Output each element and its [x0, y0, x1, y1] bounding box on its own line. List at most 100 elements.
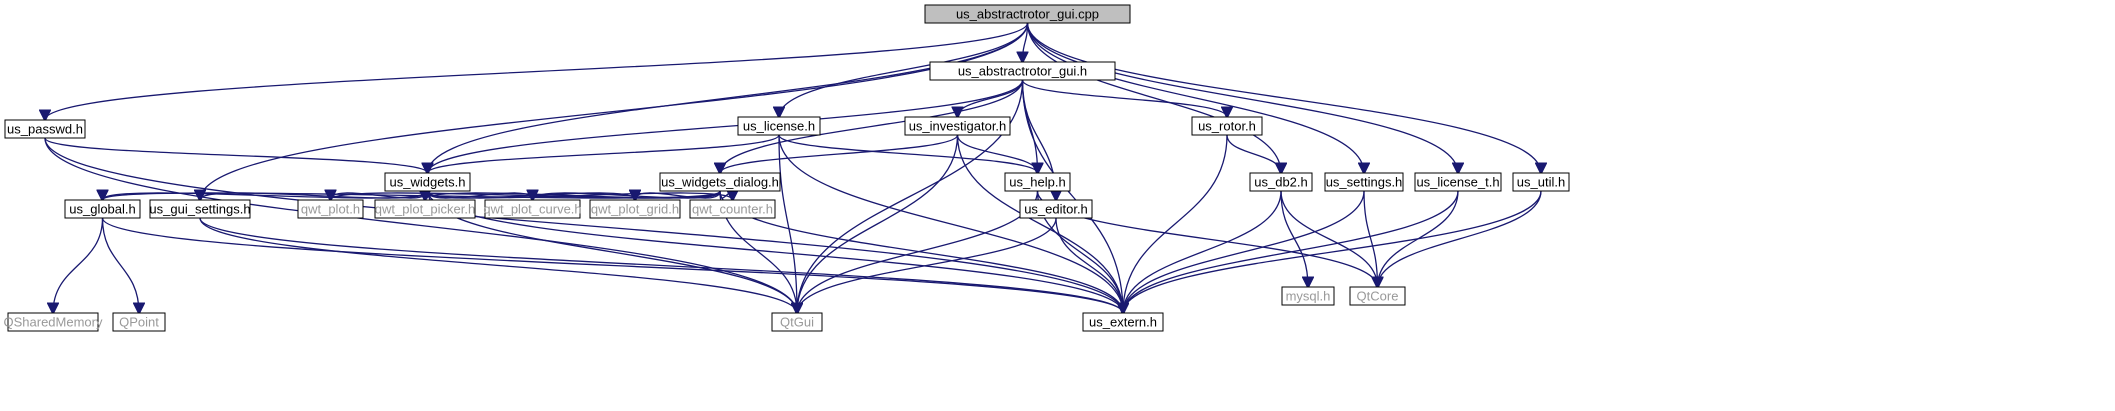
- node-extern[interactable]: us_extern.h: [1082, 312, 1164, 332]
- node-box: [737, 116, 821, 136]
- node-qshared: QSharedMemory: [4, 312, 103, 332]
- node-investigator[interactable]: us_investigator.h: [904, 116, 1011, 136]
- node-global[interactable]: us_global.h: [64, 199, 141, 219]
- edge-n_settings-to-n_qtcore: [1363, 190, 1378, 287]
- node-qtgui: QtGui: [771, 312, 823, 332]
- node-box: [1004, 172, 1071, 192]
- edge-n_rotor-to-n_extern: [1123, 134, 1228, 313]
- node-label: us_editor.h: [1024, 201, 1088, 216]
- node-box: [64, 199, 141, 219]
- edge-n_abs_h-to-n_help: [1021, 79, 1038, 173]
- node-editor[interactable]: us_editor.h: [1019, 199, 1093, 219]
- edge-n_abs_h-to-n_widgets: [428, 79, 1024, 173]
- node-box: [924, 4, 1131, 24]
- node-box: [589, 199, 681, 219]
- node-label: us_license.h: [743, 118, 815, 133]
- node-box: [149, 199, 251, 219]
- edge-n_cpp-to-n_license_t: [1026, 22, 1459, 173]
- node-label: us_rotor.h: [1198, 118, 1256, 133]
- node-box: [384, 172, 471, 192]
- node-box: [1349, 286, 1406, 306]
- edge-n_passwd-to-n_extern: [44, 137, 1123, 313]
- node-label: us_help.h: [1009, 174, 1065, 189]
- edge-n_abs_h-to-n_qtgui: [797, 79, 1024, 313]
- edge-n_rotor-to-n_db2: [1226, 134, 1281, 173]
- node-label: us_widgets_dialog.h: [661, 174, 779, 189]
- node-box: [1191, 116, 1263, 136]
- node-qwt-curve: qwt_plot_curve.h: [483, 199, 582, 219]
- node-util[interactable]: us_util.h: [1512, 172, 1570, 192]
- node-box: [484, 199, 581, 219]
- edge-n_investigator-to-n_qtgui: [797, 134, 959, 313]
- node-qwt-counter: qwt_counter.h: [689, 199, 776, 219]
- node-box: [1082, 312, 1164, 332]
- edge-n_abs_h-to-n_widgets_dialog: [720, 79, 1024, 173]
- node-label: us_investigator.h: [909, 118, 1007, 133]
- node-label: us_abstractrotor_gui.h: [958, 63, 1087, 78]
- node-box: [374, 199, 476, 219]
- node-box: [1512, 172, 1570, 192]
- edge-n_db2-to-n_extern: [1123, 190, 1282, 313]
- node-label: qwt_plot_curve.h: [483, 201, 581, 216]
- node-box: [1281, 286, 1335, 306]
- node-help[interactable]: us_help.h: [1004, 172, 1071, 192]
- node-cpp[interactable]: us_abstractrotor_gui.cpp: [924, 4, 1131, 24]
- node-qwt-grid: qwt_plot_grid.h: [589, 199, 681, 219]
- node-label: us_extern.h: [1089, 314, 1157, 329]
- node-box: [1324, 172, 1404, 192]
- node-license-t[interactable]: us_license_t.h: [1414, 172, 1502, 192]
- node-box: [771, 312, 823, 332]
- node-box: [659, 172, 781, 192]
- edge-n_abs_h-to-n_investigator: [958, 79, 1024, 117]
- node-label: us_global.h: [69, 201, 136, 216]
- node-label: us_passwd.h: [7, 121, 83, 136]
- edge-n_cpp-to-n_gui_settings: [200, 22, 1029, 200]
- node-gui-settings[interactable]: us_gui_settings.h: [149, 199, 251, 219]
- edge-n_db2-to-n_qtcore: [1280, 190, 1378, 287]
- edge-n_abs_h-to-n_rotor: [1021, 79, 1228, 117]
- edge-n_cpp-to-n_settings: [1026, 22, 1365, 173]
- node-label: mysql.h: [1286, 288, 1331, 303]
- node-label: QtCore: [1357, 288, 1399, 303]
- node-label: qwt_plot_picker.h: [375, 201, 475, 216]
- node-license[interactable]: us_license.h: [737, 116, 821, 136]
- node-label: us_widgets.h: [390, 174, 466, 189]
- edge-n_license-to-n_qtgui: [778, 134, 797, 313]
- node-passwd[interactable]: us_passwd.h: [4, 119, 86, 139]
- edge-n_license-to-n_widgets: [428, 134, 780, 173]
- node-label: qwt_plot.h: [301, 201, 360, 216]
- edge-n_widgets_dialog-to-n_qwt_picker: [425, 191, 721, 200]
- edge-n_cpp-to-n_license: [779, 22, 1029, 117]
- node-box: [904, 116, 1011, 136]
- edge-n_license-to-n_extern: [778, 134, 1123, 313]
- node-widgets-dialog[interactable]: us_widgets_dialog.h: [659, 172, 781, 192]
- edge-n_license_t-to-n_extern: [1123, 190, 1459, 313]
- edge-n_util-to-n_extern: [1123, 190, 1542, 313]
- edge-n_investigator-to-n_extern: [956, 134, 1124, 313]
- node-label: us_db2.h: [1254, 174, 1308, 189]
- node-rotor[interactable]: us_rotor.h: [1191, 116, 1263, 136]
- edge-n_gui_settings-to-n_qtgui: [199, 217, 797, 313]
- node-box: [1019, 199, 1093, 219]
- node-db2[interactable]: us_db2.h: [1249, 172, 1313, 192]
- node-label: QPoint: [119, 314, 159, 329]
- node-settings[interactable]: us_settings.h: [1324, 172, 1404, 192]
- node-abs-h[interactable]: us_abstractrotor_gui.h: [929, 61, 1116, 81]
- node-mysql: mysql.h: [1281, 286, 1335, 306]
- node-box: [689, 199, 776, 219]
- node-widgets[interactable]: us_widgets.h: [384, 172, 471, 192]
- edge-n_abs_h-to-n_extern: [1021, 79, 1124, 313]
- node-label: us_util.h: [1517, 174, 1565, 189]
- edge-n_util-to-n_qtcore: [1378, 190, 1542, 287]
- edge-n_cpp-to-n_db2: [1026, 22, 1282, 173]
- node-label: us_abstractrotor_gui.cpp: [956, 6, 1099, 21]
- edge-n_editor-to-n_qtgui: [797, 217, 1057, 313]
- node-qwt-plot: qwt_plot.h: [297, 199, 364, 219]
- edge-n_license-to-n_help: [778, 134, 1038, 173]
- node-label: us_settings.h: [1326, 174, 1403, 189]
- nodes-layer: us_abstractrotor_gui.cpp us_abstractrotor…: [4, 4, 1570, 332]
- node-label: qwt_plot_grid.h: [591, 201, 679, 216]
- edge-n_editor-to-n_extern: [1055, 217, 1123, 313]
- node-qwt-picker: qwt_plot_picker.h: [374, 199, 476, 219]
